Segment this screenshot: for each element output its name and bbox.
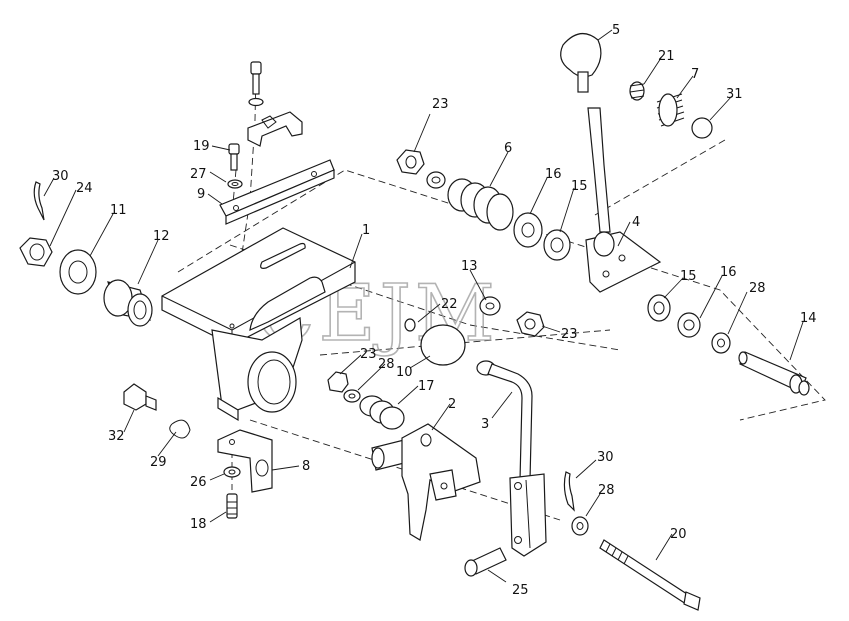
label-part-29: 29 <box>150 455 167 470</box>
label-part-16-upper: 16 <box>545 167 562 182</box>
label-part-3: 3 <box>481 417 489 432</box>
grease-fitting-32-part <box>123 383 157 411</box>
shift-lever-4-part <box>585 107 662 293</box>
label-part-23-upper: 23 <box>432 97 449 112</box>
label-part-6: 6 <box>504 141 512 156</box>
label-part-2: 2 <box>448 397 456 412</box>
label-part-13: 13 <box>461 259 478 274</box>
washer-28-lower-part <box>571 516 589 536</box>
label-part-18: 18 <box>190 517 207 532</box>
label-part-23-center: 23 <box>561 327 578 342</box>
label-part-5: 5 <box>612 23 620 38</box>
label-part-20: 20 <box>670 527 687 542</box>
bolt-19-part <box>228 143 240 171</box>
washer-27-part <box>227 179 243 189</box>
label-part-8: 8 <box>302 459 310 474</box>
circlip-29-part <box>169 419 191 439</box>
clamp-plate-part <box>219 159 335 225</box>
washer-26-part <box>223 466 241 478</box>
nut-23-upper-part <box>396 149 425 175</box>
label-part-22: 22 <box>441 297 458 312</box>
bushing-12-part <box>103 279 153 327</box>
split-pin-30-lower-part <box>563 471 575 512</box>
nut-23-center-part <box>516 311 545 337</box>
washer-upper-part <box>426 171 446 189</box>
label-part-30-lower: 30 <box>597 450 614 465</box>
label-part-28-lower: 28 <box>598 483 615 498</box>
label-part-30-upper: 30 <box>52 169 69 184</box>
washer-28-right-part <box>711 332 731 354</box>
nut-23-lower-part <box>327 371 349 393</box>
bracket-8-part <box>217 429 273 493</box>
label-part-23-lower: 23 <box>360 347 377 362</box>
ball-31-part <box>691 117 713 139</box>
bolt-18-part <box>226 493 238 519</box>
spring-17-part <box>359 395 405 430</box>
label-part-31: 31 <box>726 87 743 102</box>
label-part-9: 9 <box>197 187 205 202</box>
castle-nut-24-part <box>19 237 53 267</box>
label-part-15-lower: 15 <box>680 269 697 284</box>
label-part-11: 11 <box>110 203 127 218</box>
label-part-21: 21 <box>658 49 675 64</box>
shift-knob-5-part <box>560 33 602 93</box>
label-part-17: 17 <box>418 379 435 394</box>
lever-2-part <box>371 423 481 541</box>
split-pin-30-part <box>33 181 45 221</box>
clevis-pin-25-part <box>464 547 507 577</box>
label-part-19: 19 <box>193 139 210 154</box>
washer-11-part <box>59 249 97 295</box>
washer-13-part <box>479 296 501 316</box>
label-part-16-lower: 16 <box>720 265 737 280</box>
label-part-4: 4 <box>632 215 640 230</box>
label-part-7: 7 <box>691 67 699 82</box>
washer-16-upper-part <box>513 212 543 248</box>
callout-leaders <box>43 29 804 583</box>
washer-16-lower-part <box>677 312 701 338</box>
label-part-32: 32 <box>108 429 125 444</box>
label-part-26: 26 <box>190 475 207 490</box>
rod-3-part <box>476 360 547 557</box>
label-part-14: 14 <box>800 311 817 326</box>
spring-7-part <box>656 93 685 127</box>
set-screw-22-part <box>404 318 416 332</box>
label-part-27: 27 <box>190 167 207 182</box>
label-part-28-right: 28 <box>749 281 766 296</box>
label-part-28-left: 28 <box>378 357 395 372</box>
long-bolt-20-part <box>599 539 701 611</box>
shaft-14-part <box>738 351 810 396</box>
label-part-10: 10 <box>396 365 413 380</box>
washer-28-left-part <box>343 389 361 403</box>
mounting-bracket-part <box>161 227 356 422</box>
label-part-15-upper: 15 <box>571 179 588 194</box>
spring-6-part <box>447 178 514 231</box>
assembly-axis-lines <box>177 69 826 521</box>
washer-15-upper-part <box>543 229 571 261</box>
callout-labels: 1 2 3 4 5 6 7 8 9 10 11 12 13 14 15 15 1… <box>52 23 817 598</box>
label-part-24: 24 <box>76 181 93 196</box>
label-part-1: 1 <box>362 223 370 238</box>
top-clip-part <box>247 111 303 147</box>
label-part-12: 12 <box>153 229 170 244</box>
washer-15-lower-part <box>647 294 671 322</box>
top-bolt-part <box>248 61 264 107</box>
ball-knob-10-part <box>420 324 466 366</box>
label-part-25: 25 <box>512 583 529 598</box>
plug-21-part <box>629 81 645 101</box>
